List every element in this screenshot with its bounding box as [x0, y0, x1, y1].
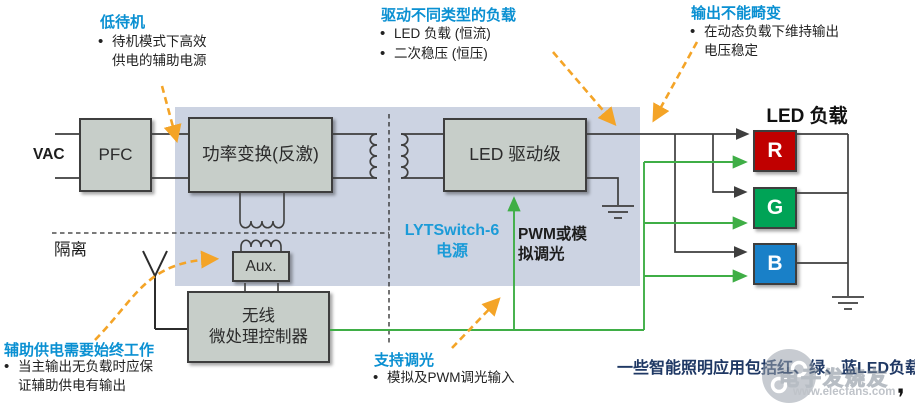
- pfc-block: PFC: [79, 118, 152, 192]
- annotation-load-types-bullets: LED 负载 (恒流) 二次稳压 (恒压): [378, 24, 578, 64]
- annotation-dimming-bullets: 模拟及PWM调光输入: [371, 368, 581, 389]
- pfc-label: PFC: [98, 145, 133, 165]
- led-load-red: R: [753, 130, 797, 172]
- bullet-item: 模拟及PWM调光输入: [371, 368, 581, 388]
- annotation-aux-always-bullets: 当主输出无负载时应保证辅助供电有输出: [2, 357, 158, 396]
- power-conversion-block: 功率变换(反激): [188, 117, 333, 193]
- aux-label: Aux.: [245, 257, 277, 275]
- led-load-green: G: [753, 187, 797, 229]
- bullet-item: 当主输出无负载时应保证辅助供电有输出: [2, 357, 158, 395]
- annotation-dimming-title: 支持调光: [374, 352, 435, 369]
- annotation-low-standby-bullets: 待机模式下高效供电的辅助电源: [96, 32, 214, 71]
- led-load-title: LED 负载: [766, 106, 848, 127]
- isolation-label: 隔离: [54, 241, 87, 259]
- ground-icon-loads: [832, 296, 864, 310]
- lytswitch-line2: 电源: [435, 242, 468, 260]
- wireless-mcu-block: 无线 微处理控制器: [187, 291, 330, 363]
- aux-supply-block: Aux.: [232, 251, 290, 282]
- power-conversion-label: 功率变换(反激): [202, 144, 319, 165]
- bullet-item: 在动态负载下维持输出电压稳定: [688, 22, 844, 60]
- led-load-blue: B: [753, 243, 797, 285]
- led-load-red-label: R: [767, 139, 783, 162]
- lytswitch-line1: LYTSwitch-6: [404, 222, 500, 239]
- vac-label: VAC: [33, 146, 65, 163]
- watermark-url: www.elecfans.com: [793, 386, 896, 398]
- bullet-item: 二次稳压 (恒压): [378, 44, 578, 64]
- footer-note: 一些智能照明应用包括红、绿、蓝LED负载: [617, 360, 915, 377]
- annotation-no-distortion-title: 输出不能畸变: [691, 5, 782, 22]
- led-driver-label: LED 驱动级: [469, 144, 561, 165]
- lytswitch-label: LYTSwitch-6 电源: [396, 221, 508, 263]
- arrow-low-standby: [160, 85, 182, 144]
- annotation-load-types-title: 驱动不同类型的负载: [381, 7, 517, 24]
- annotation-no-distortion-bullets: 在动态负载下维持输出电压稳定: [688, 22, 844, 61]
- annotation-aux-always-title: 辅助供电需要始终工作: [4, 342, 155, 359]
- arrow-dimming: [451, 297, 501, 349]
- led-load-green-label: G: [766, 196, 784, 219]
- bullet-item: LED 负载 (恒流): [378, 24, 578, 44]
- led-driver-block: LED 驱动级: [443, 118, 587, 192]
- mcu-label-line2: 微处理控制器: [209, 328, 308, 346]
- led-load-blue-label: B: [767, 252, 783, 275]
- pwm-dimming-label: PWM或模拟调光: [518, 226, 587, 264]
- corner-quote-mark: ❜: [897, 385, 905, 409]
- mcu-label-line1: 无线: [242, 307, 275, 326]
- annotation-low-standby-title: 低待机: [100, 14, 146, 31]
- bullet-item: 待机模式下高效供电的辅助电源: [96, 32, 214, 70]
